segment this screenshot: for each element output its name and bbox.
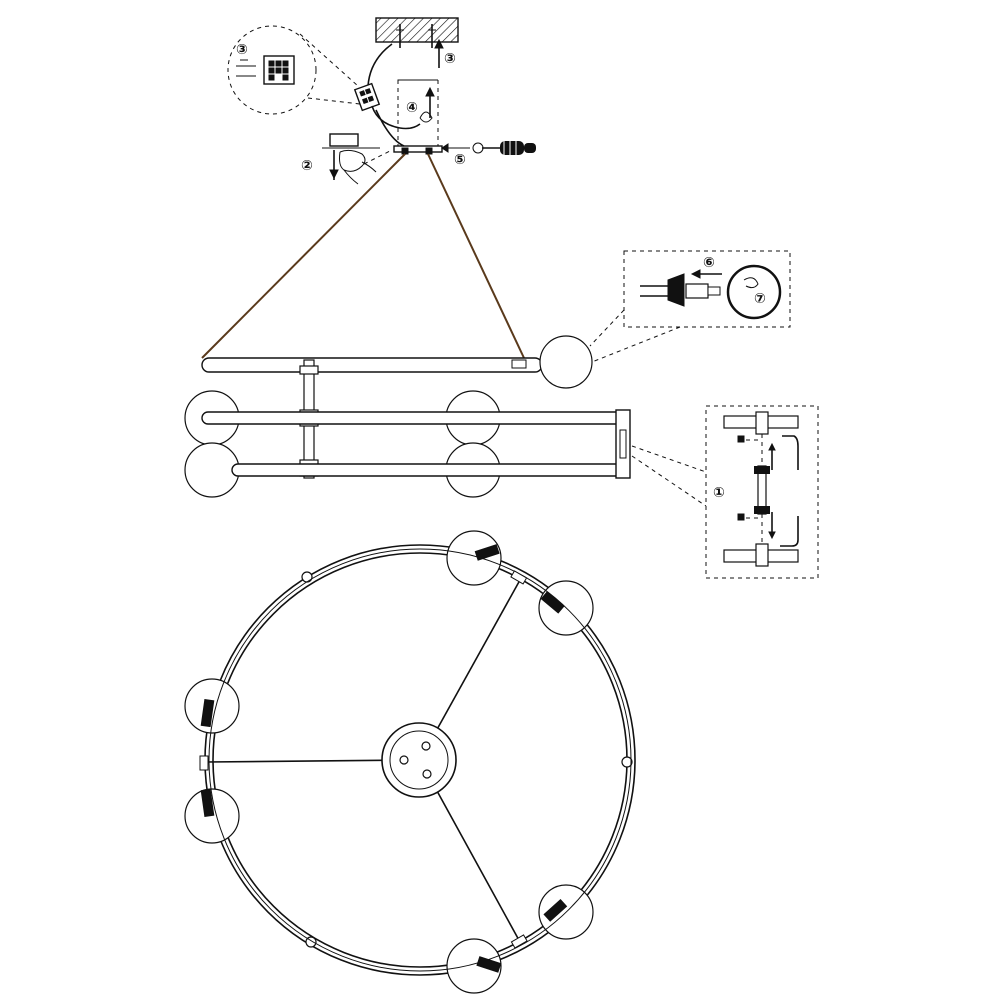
globe-bottom-left: [184, 442, 240, 498]
cable-right: [427, 153, 525, 359]
step-6-arrow: [690, 269, 722, 279]
socket-3: [200, 699, 215, 728]
globe-ring-4: [184, 788, 240, 844]
canopy-screw-icon: [399, 755, 409, 765]
step-3-detail-bubble: [227, 25, 361, 115]
canopy-outline: [397, 79, 439, 147]
socket-5: [543, 898, 568, 922]
globe-ring-1: [446, 530, 502, 586]
step-1-label: ①: [713, 485, 725, 501]
lamp-wire: [371, 105, 421, 130]
ring-joint-dot: [301, 571, 313, 583]
step-3-detail-label: ③: [236, 42, 248, 58]
globe-detail: [726, 264, 782, 320]
twist-arrow-icon: [419, 111, 433, 123]
socket-2: [540, 591, 565, 614]
ceiling-screw-right: [428, 24, 436, 48]
lamp-wire-2: [375, 109, 405, 147]
center-canopy-outer: [381, 722, 457, 798]
globe-top-right: [539, 335, 593, 389]
bottom-rail: [231, 463, 629, 477]
step-2-label: ②: [301, 158, 313, 174]
rotate-arrow-icon: [743, 277, 759, 289]
step-4-arrow: [425, 86, 435, 118]
ceiling-mount-group: ③ ④: [227, 17, 536, 185]
mounting-plate: [393, 145, 443, 153]
bulb-holder-icon: [640, 273, 721, 307]
suspension-cables: [201, 153, 525, 359]
ceiling-screw-left: [396, 24, 404, 48]
hand-icon: [339, 149, 366, 172]
rotate-arc-top: [782, 435, 799, 470]
cable-grip-detail: [322, 133, 380, 185]
top-rail: [201, 357, 543, 373]
middle-rail: [201, 411, 629, 425]
connector-detail-box: ①: [631, 405, 819, 579]
screwdriver-icon: [441, 141, 536, 155]
canopy-screw-icon: [421, 741, 431, 751]
socket-6: [476, 956, 502, 973]
step-7-label: ⑦: [754, 291, 766, 307]
globe-ring-6: [446, 938, 502, 994]
cable-left: [201, 153, 406, 359]
step-6-label: ⑥: [703, 255, 715, 271]
socket-4: [200, 788, 215, 817]
step-3-label: ③: [444, 51, 456, 67]
step-5-label: ⑤: [454, 152, 466, 168]
canopy-screw-icon: [422, 769, 432, 779]
bulb-detail-box: ⑥ ⑦: [589, 250, 791, 363]
rotate-arc-bottom: [780, 516, 799, 547]
socket-1: [474, 544, 500, 561]
top-view-ring-group: [184, 530, 636, 994]
ring-joint-dot: [621, 756, 633, 768]
ceiling-block: [375, 17, 459, 43]
step-4-label: ④: [406, 100, 418, 116]
center-canopy-inner: [389, 730, 449, 790]
side-view-group: [184, 335, 631, 498]
step-3-arrow: [434, 38, 444, 68]
power-wire: [367, 43, 393, 87]
terminal-block: [353, 82, 381, 112]
